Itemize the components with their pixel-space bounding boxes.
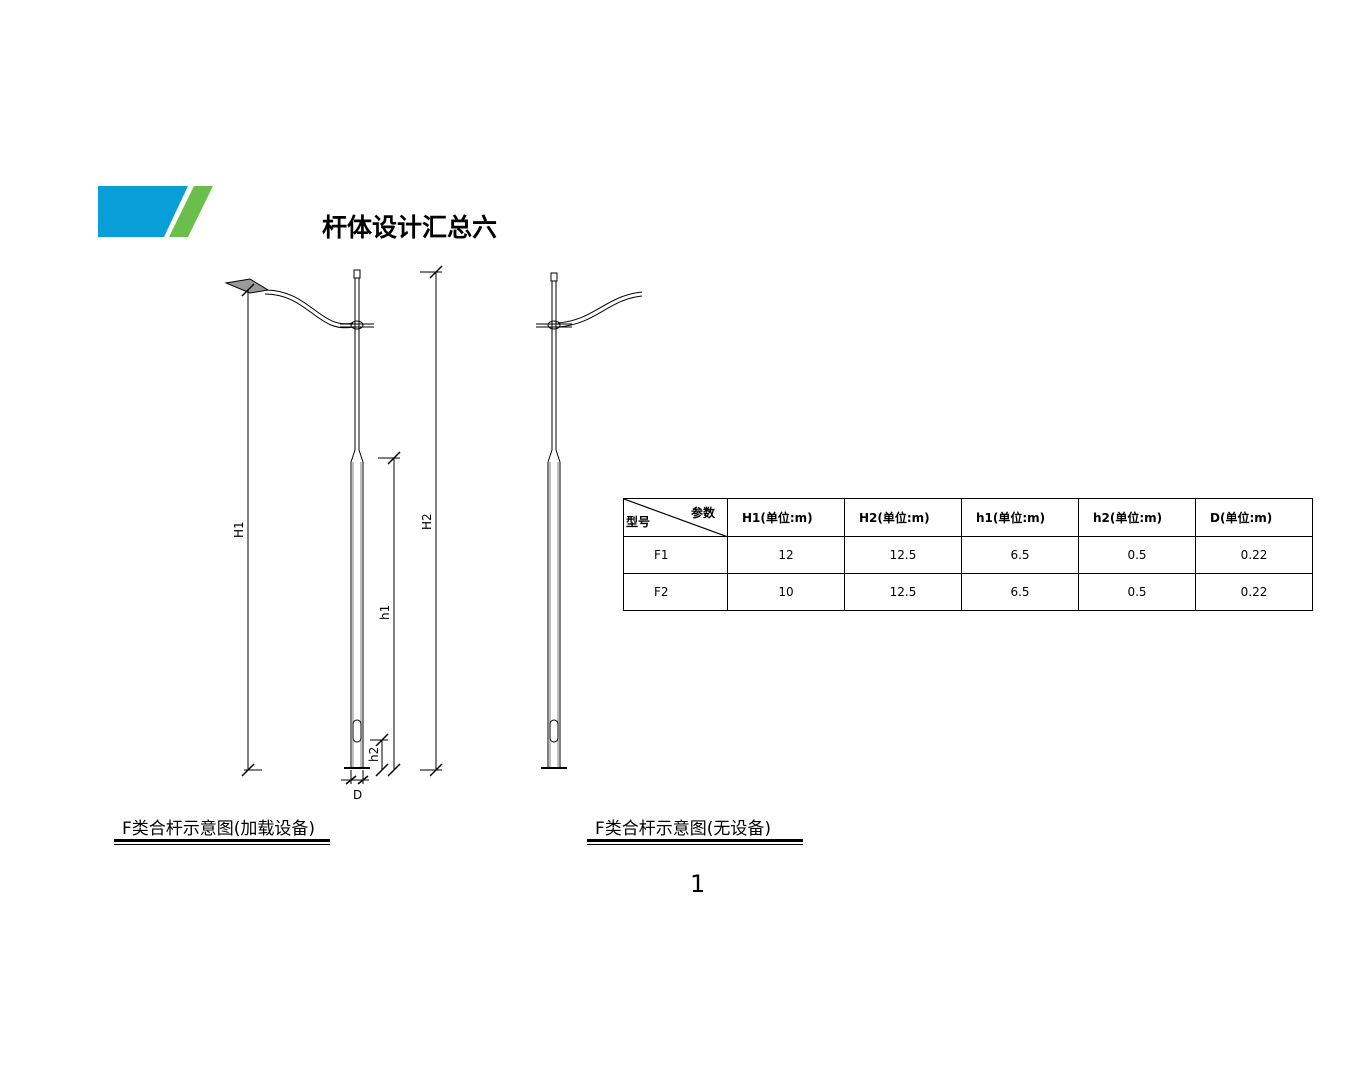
- page-title: 杆体设计汇总六: [322, 213, 498, 242]
- value-cell: 6.5: [961, 573, 1079, 611]
- dim-H1: [241, 283, 262, 777]
- table-row: F2 10 12.5 6.5 0.5 0.22: [623, 573, 1313, 611]
- right-pole: [536, 272, 643, 769]
- corner-cell: 参数 型号: [623, 498, 728, 537]
- label-h1: h1: [378, 605, 392, 620]
- value-cell: 0.5: [1078, 536, 1196, 574]
- dim-D: [341, 770, 369, 785]
- label-h2: h2: [367, 747, 381, 762]
- table-row: F1 12 12.5 6.5 0.5 0.22: [623, 536, 1313, 574]
- value-cell: 6.5: [961, 536, 1079, 574]
- dim-h1: [378, 451, 401, 777]
- model-cell: F2: [623, 573, 728, 611]
- caption-underline-left: [114, 839, 330, 845]
- caption-with-equipment: F类合杆示意图(加载设备): [122, 819, 316, 839]
- header-h2: h2(单位:m): [1078, 498, 1196, 537]
- left-pole: [224, 269, 374, 769]
- value-cell: 10: [727, 573, 845, 611]
- dim-h2: [370, 733, 389, 777]
- value-cell: 0.5: [1078, 573, 1196, 611]
- header-h1: h1(单位:m): [961, 498, 1079, 537]
- header-H1: H1(单位:m): [727, 498, 845, 537]
- model-cell: F1: [623, 536, 728, 574]
- label-H1: H1: [232, 521, 246, 538]
- caption-no-equipment: F类合杆示意图(无设备): [595, 819, 772, 839]
- dim-H2: [420, 265, 443, 777]
- value-cell: 12.5: [844, 536, 962, 574]
- value-cell: 12: [727, 536, 845, 574]
- logo-green-stripe: [169, 186, 213, 237]
- table-header-row: 参数 型号 H1(单位:m) H2(单位:m) h1(单位:m) h2(单位:m…: [623, 498, 1313, 537]
- brand-logo: [98, 186, 213, 237]
- diagonal-line: [624, 499, 728, 537]
- parameters-table: 参数 型号 H1(单位:m) H2(单位:m) h1(单位:m) h2(单位:m…: [623, 498, 1313, 611]
- corner-param-label: 参数: [690, 506, 715, 520]
- caption-underline-right: [587, 839, 803, 845]
- logo-blue-shape: [98, 186, 188, 237]
- corner-model-label: 型号: [626, 515, 651, 529]
- value-cell: 12.5: [844, 573, 962, 611]
- value-cell: 0.22: [1195, 536, 1313, 574]
- value-cell: 0.22: [1195, 573, 1313, 611]
- label-H2: H2: [420, 513, 434, 530]
- label-D: D: [353, 788, 362, 802]
- page-number: 1: [690, 870, 706, 898]
- header-D: D(单位:m): [1195, 498, 1313, 537]
- header-H2: H2(单位:m): [844, 498, 962, 537]
